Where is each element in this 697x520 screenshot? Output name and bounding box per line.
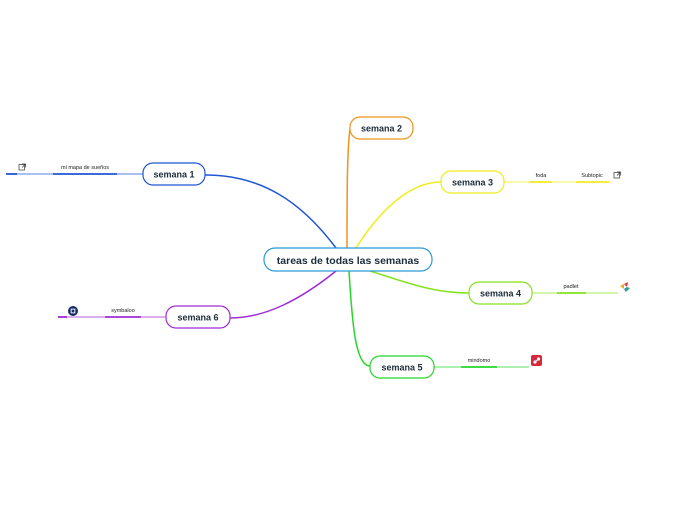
topic-semana4-label: semana 4 [480, 289, 521, 299]
connector-semana4 [369, 270, 470, 294]
external-link-icon[interactable] [18, 163, 26, 171]
topic-semana5-label: semana 5 [381, 363, 422, 373]
mindomo-logo-icon[interactable] [531, 355, 542, 366]
topic-semana3-label: semana 3 [452, 178, 493, 188]
topic-semana3[interactable]: semana 3 [440, 170, 505, 194]
topic-semana1-label: semana 1 [153, 170, 194, 180]
subtopic-mindomo-label[interactable]: mindomo [468, 358, 491, 364]
topic-semana2-label: semana 2 [361, 124, 402, 134]
topic-semana2[interactable]: semana 2 [349, 116, 414, 140]
central-topic-label: tareas de todas las semanas [277, 255, 420, 267]
connector-semana6 [229, 270, 337, 319]
connector-semana5 [348, 270, 371, 367]
subtopic-padlet-label[interactable]: padlet [564, 284, 579, 290]
subtopic-subtopic-label[interactable]: Subtopic [581, 173, 603, 179]
subtopic-mi-mapa-label[interactable]: mi mapa de sueños [61, 165, 109, 171]
topic-semana1[interactable]: semana 1 [142, 162, 206, 186]
subtopic-foda-label[interactable]: foda [536, 173, 548, 179]
connector-semana2 [346, 128, 351, 249]
topic-semana5[interactable]: semana 5 [369, 355, 435, 379]
central-topic[interactable]: tareas de todas las semanas [263, 247, 433, 272]
topic-semana6-label: semana 6 [177, 313, 218, 323]
external-link-icon[interactable] [613, 171, 621, 179]
subtopic-symbaloo-label[interactable]: symbaloo [111, 308, 135, 314]
connector-semana3 [355, 181, 442, 249]
padlet-logo-icon[interactable] [620, 282, 630, 292]
symbaloo-logo-icon[interactable] [68, 306, 78, 316]
topic-semana4[interactable]: semana 4 [468, 281, 533, 305]
topic-semana6[interactable]: semana 6 [165, 305, 231, 329]
connector-semana1 [204, 174, 337, 249]
